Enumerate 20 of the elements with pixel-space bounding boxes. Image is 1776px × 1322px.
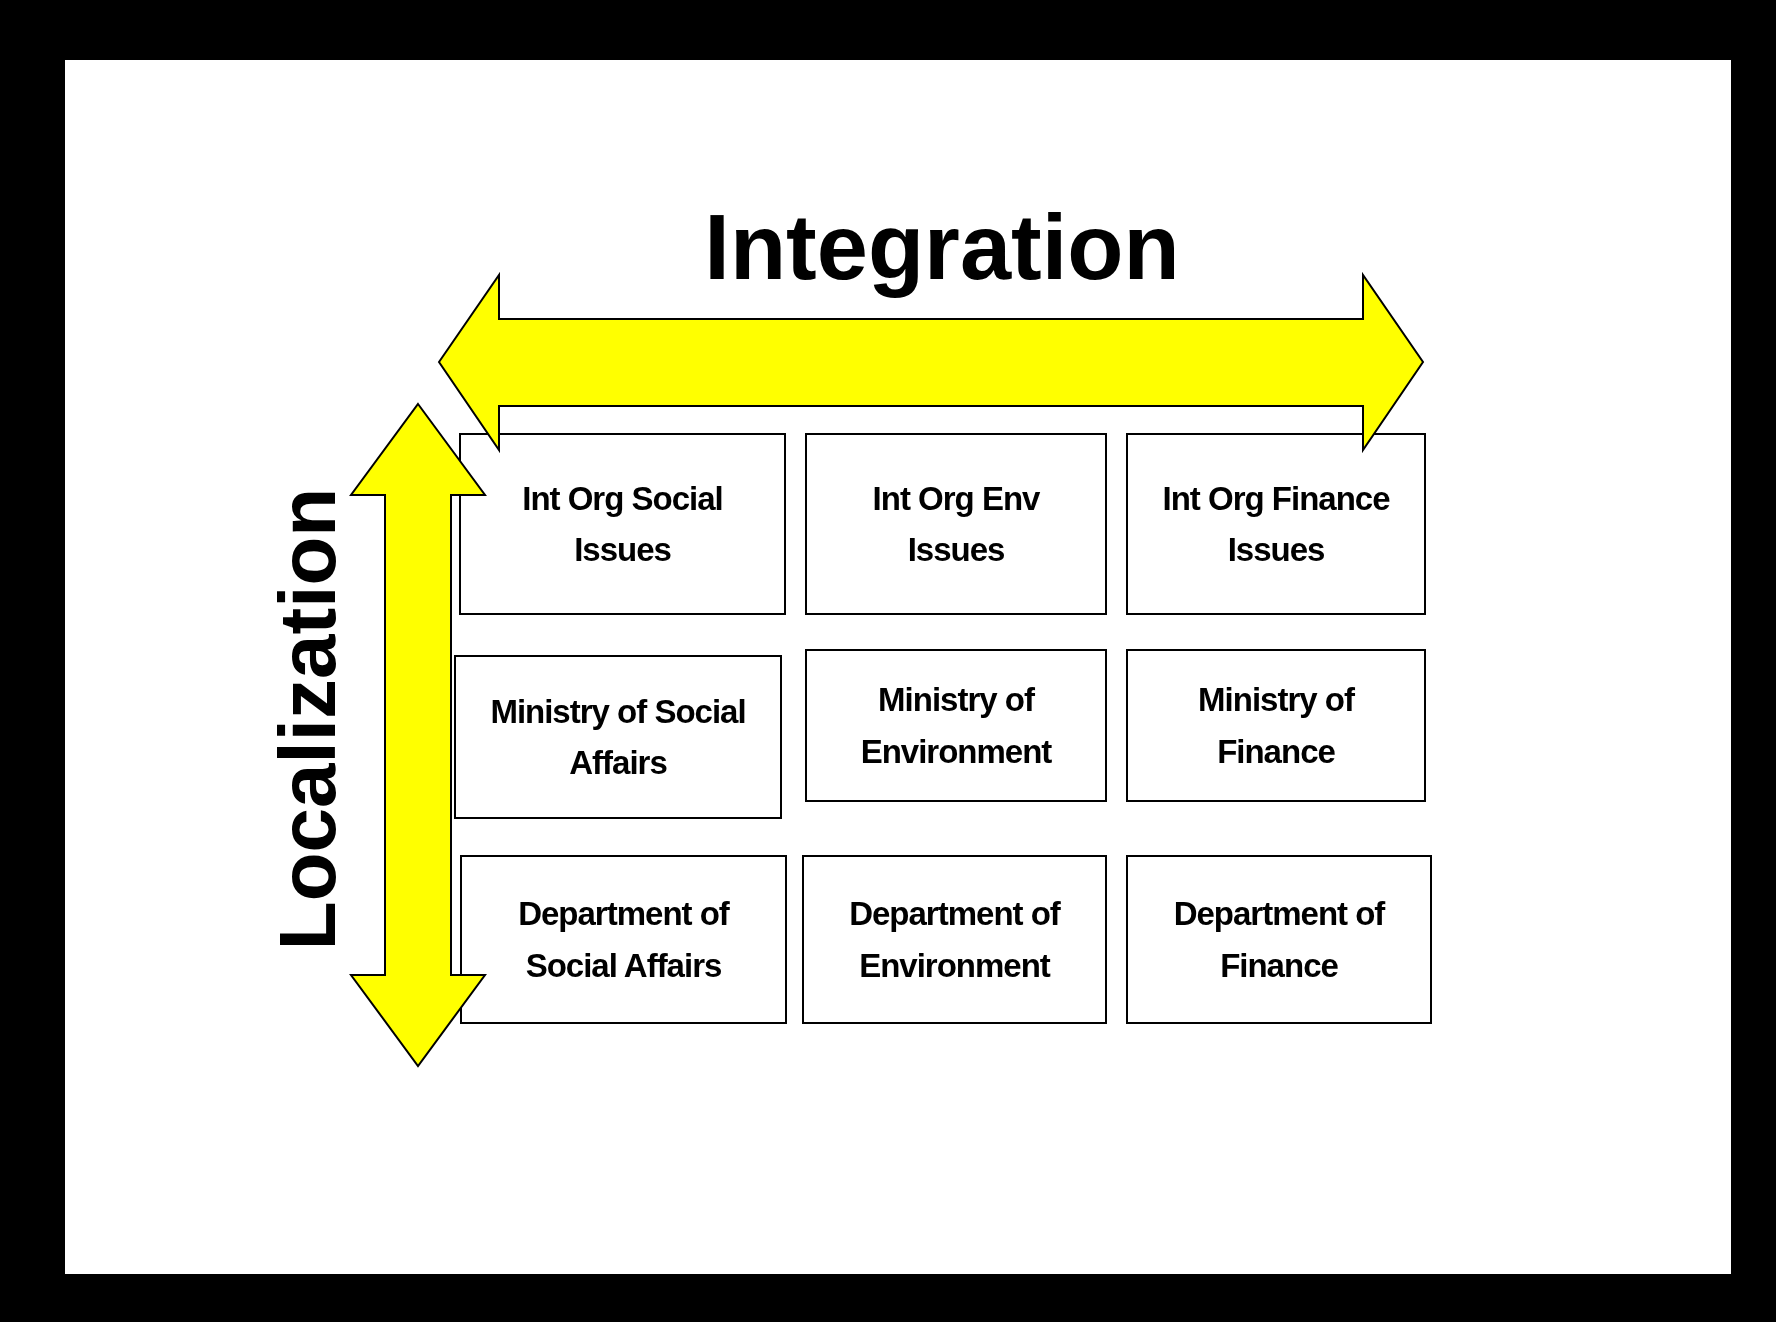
box-label: Int Org Env Issues <box>871 478 1041 570</box>
box-label: Ministry of Environment <box>859 680 1053 772</box>
org-box <box>454 655 782 819</box>
org-box <box>1126 649 1426 802</box>
box-label: Department of Social Affairs <box>517 894 731 986</box>
axis-title: Integration <box>704 194 1180 300</box>
axis-title: Localization <box>262 487 353 951</box>
box-label: Department of Environment <box>848 894 1062 986</box>
box-label: Department of Finance <box>1172 894 1387 986</box>
box-label: Int Org Social Issues <box>521 478 724 570</box>
org-box <box>1126 433 1426 615</box>
org-box <box>1126 855 1432 1024</box>
box-label: Int Org Finance Issues <box>1161 478 1391 570</box>
org-box <box>460 855 787 1024</box>
org-box <box>805 433 1107 615</box>
box-label: Ministry of Finance <box>1197 680 1356 772</box>
org-box <box>802 855 1107 1024</box>
org-box <box>459 433 786 615</box>
org-box <box>805 649 1107 802</box>
box-label: Ministry of Social Affairs <box>489 691 747 783</box>
